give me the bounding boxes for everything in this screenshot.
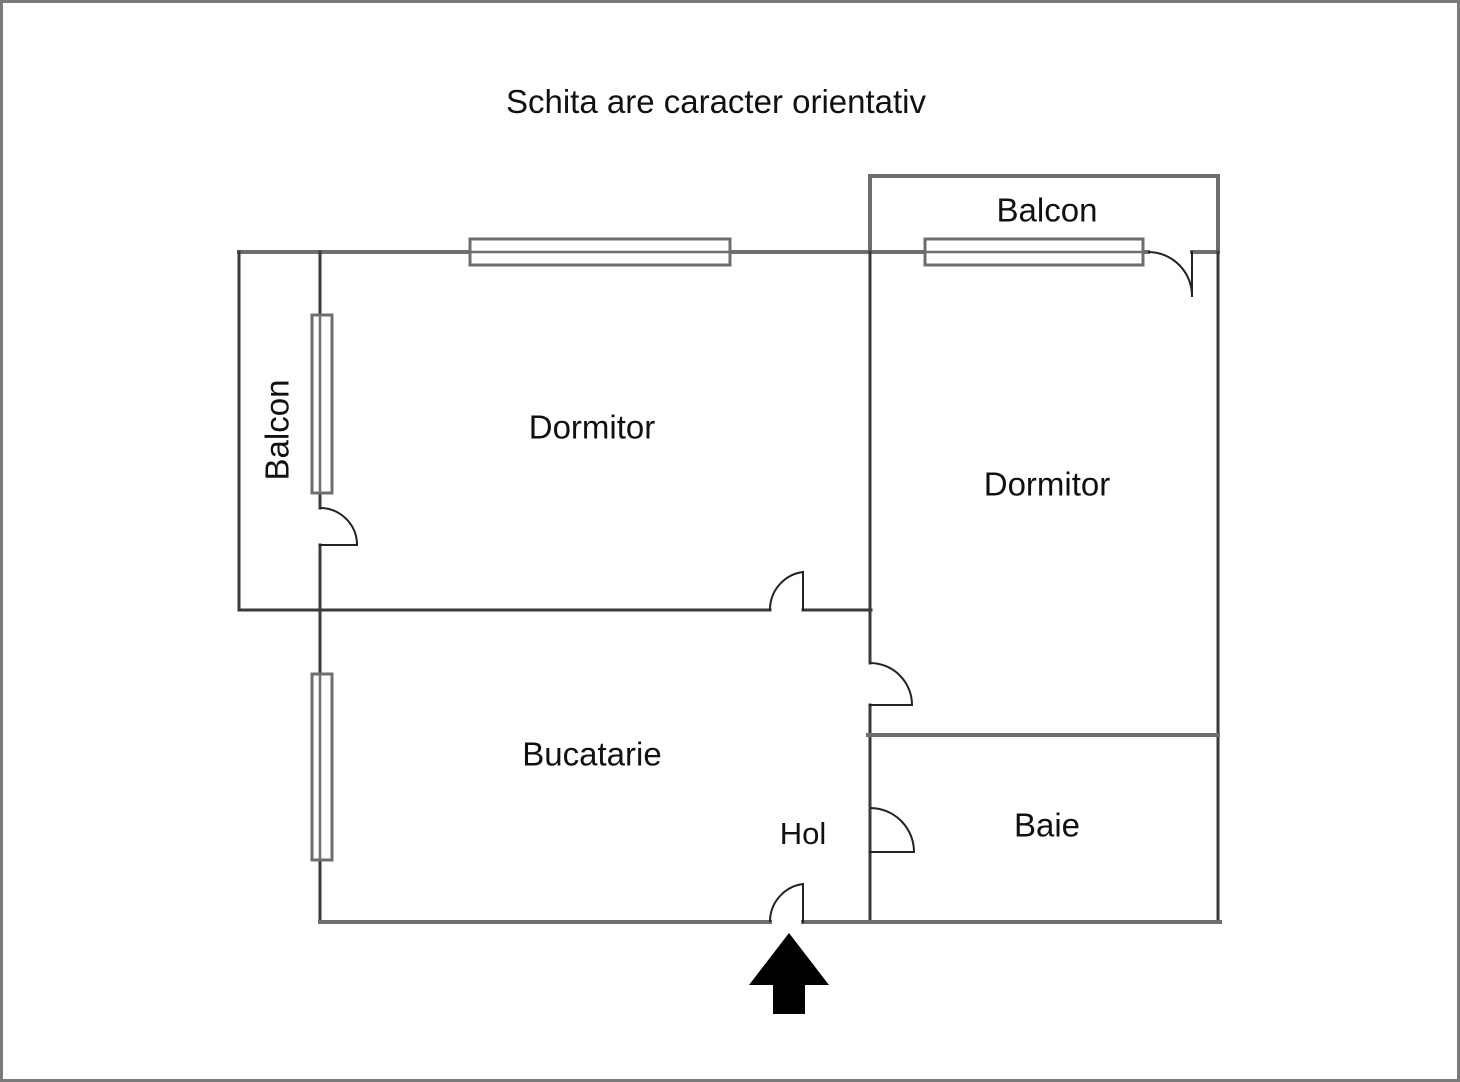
room-label-dormitor-right: Dormitor bbox=[984, 466, 1111, 503]
room-label-hol: Hol bbox=[780, 816, 827, 851]
windows-group bbox=[310, 237, 1145, 862]
door-balcon-left bbox=[319, 507, 358, 546]
door-entry bbox=[768, 883, 804, 923]
page-title: Schita are caracter orientativ bbox=[506, 83, 927, 120]
door-dormitor-top bbox=[768, 571, 804, 611]
entry-arrow bbox=[749, 933, 829, 1014]
door-baie bbox=[869, 807, 915, 853]
window-balcon-north bbox=[923, 237, 1145, 267]
door-dormitor-right bbox=[869, 662, 913, 706]
window-balcon-west bbox=[310, 313, 334, 495]
doors-group bbox=[319, 251, 1193, 923]
room-labels-group: Balcon Dormitor Dormitor Balcon Bucatari… bbox=[259, 192, 1111, 851]
door-balcon-right bbox=[1147, 251, 1193, 297]
window-dormitor-north bbox=[468, 237, 732, 267]
room-label-baie: Baie bbox=[1014, 807, 1080, 844]
room-label-dormitor-top-left: Dormitor bbox=[529, 409, 656, 446]
room-label-balcon-left: Balcon bbox=[259, 380, 296, 481]
room-label-bucatarie: Bucatarie bbox=[522, 736, 661, 773]
room-label-balcon-top-right: Balcon bbox=[997, 192, 1098, 229]
window-bucatarie-west bbox=[310, 672, 334, 862]
